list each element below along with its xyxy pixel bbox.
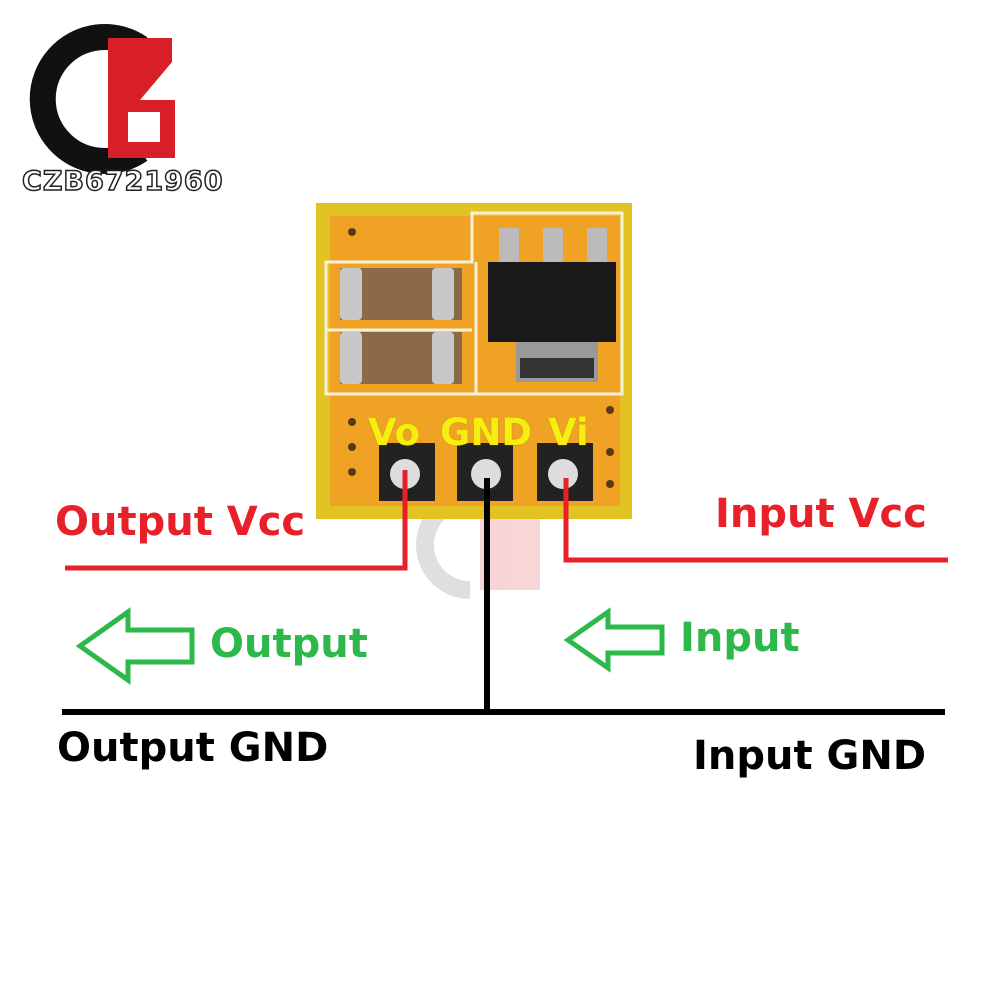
regulator-module-board bbox=[316, 203, 632, 519]
output-gnd-label: Output GND bbox=[57, 725, 329, 771]
capacitor bbox=[340, 332, 462, 384]
output-vcc-wire bbox=[65, 470, 408, 571]
output-label: Output bbox=[210, 621, 368, 667]
pin-label-gnd: GND bbox=[440, 411, 533, 454]
capacitor bbox=[340, 268, 462, 320]
output-arrow-icon bbox=[75, 607, 195, 685]
input-label: Input bbox=[680, 615, 800, 661]
pin-label-vo: Vo bbox=[368, 411, 421, 454]
input-gnd-label: Input GND bbox=[693, 733, 927, 779]
input-vcc-label: Input Vcc bbox=[715, 491, 927, 537]
pin-label-vi: Vi bbox=[548, 411, 589, 454]
input-arrow-icon bbox=[563, 607, 665, 673]
brand-logo bbox=[29, 24, 175, 174]
brand-logo-text: CZB6721960 bbox=[21, 165, 224, 198]
output-vcc-label: Output Vcc bbox=[55, 499, 306, 545]
regulator-chip bbox=[488, 228, 616, 382]
input-vcc-wire bbox=[563, 478, 948, 563]
